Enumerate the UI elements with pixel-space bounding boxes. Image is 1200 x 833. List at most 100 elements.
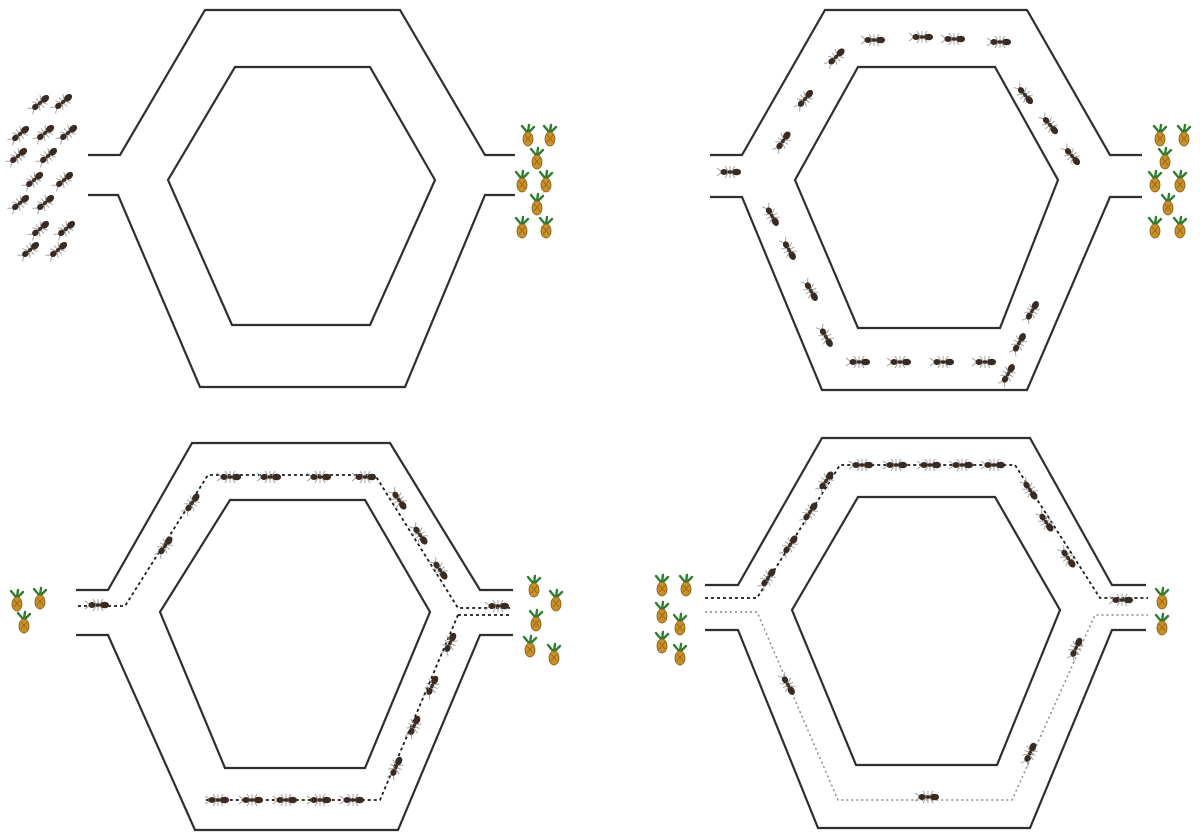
panel-initial: [3, 8, 558, 389]
ant-icon: [25, 216, 53, 243]
pineapple-icon: [1152, 123, 1168, 148]
pineapple-icon: [529, 192, 545, 217]
ant-icon: [798, 276, 823, 305]
ant-icon: [813, 468, 838, 496]
ant-icon: [908, 30, 934, 44]
pineapple-icon: [514, 169, 530, 194]
ant-icon: [791, 86, 818, 114]
ant-icon: [776, 235, 801, 264]
ant-icon: [1108, 593, 1134, 607]
ant-group-nest: [3, 89, 81, 264]
ant-icon: [940, 32, 966, 46]
food-pile-right: [514, 123, 558, 240]
ant-icon: [438, 629, 461, 658]
ant-icon: [971, 355, 997, 369]
ant-icon: [1019, 297, 1044, 326]
ant-icon: [845, 355, 871, 369]
pineapple-icon: [672, 612, 688, 637]
food-pile-left: [9, 586, 48, 635]
ant-icon: [759, 201, 784, 230]
ant-icon: [848, 458, 874, 472]
pineapple-icon: [16, 610, 32, 635]
ant-icon: [48, 89, 76, 116]
pineapple-icon: [529, 146, 545, 171]
ant-icon: [306, 470, 332, 484]
pineapple-icon: [528, 608, 544, 633]
inner-wall: [166, 65, 437, 327]
pheromone-trail-upper: [78, 474, 510, 609]
pineapple-icon: [1176, 123, 1192, 148]
pineapple-icon: [672, 642, 688, 667]
ant-icon: [886, 355, 912, 369]
pineapple-icon: [654, 630, 670, 655]
ant-icon: [216, 470, 242, 484]
ant-icon: [43, 237, 71, 264]
pineapple-icon: [9, 588, 25, 613]
pineapple-icon: [546, 642, 562, 667]
ant-icon: [402, 712, 425, 741]
ant-icon: [19, 167, 47, 194]
ant-icon: [25, 90, 53, 117]
pineapple-icon: [538, 169, 554, 194]
ant-icon: [813, 322, 838, 351]
ant-icon: [860, 33, 886, 47]
pineapple-icon: [542, 123, 558, 148]
ant-icon: [384, 753, 407, 782]
ant-group-path: [716, 30, 1085, 389]
ant-icon: [1006, 329, 1031, 358]
pineapple-icon: [1172, 169, 1188, 194]
pineapple-icon: [1160, 192, 1176, 217]
ant-icon: [797, 499, 822, 527]
ant-icon: [272, 793, 298, 807]
pineapple-icon: [526, 574, 542, 599]
ant-icon: [822, 44, 849, 71]
pineapple-icon: [1172, 215, 1188, 240]
pineapple-icon: [654, 573, 670, 598]
panel-trail-forming: [9, 441, 564, 832]
ant-icon: [775, 670, 800, 699]
outer-wall: [88, 8, 515, 389]
ant-icon: [51, 216, 79, 243]
pineapple-icon: [548, 588, 564, 613]
ant-icon: [351, 470, 377, 484]
ant-icon: [30, 190, 58, 217]
pineapple-icon: [514, 215, 530, 240]
ant-group-path: [755, 458, 1134, 804]
ant-icon: [5, 190, 33, 217]
ant-icon: [15, 237, 43, 264]
pineapple-icon: [1154, 586, 1170, 611]
ant-icon: [84, 598, 110, 612]
pineapple-icon: [1147, 169, 1163, 194]
ant-icon: [916, 458, 942, 472]
pineapple-icon: [678, 573, 694, 598]
pineapple-icon: [522, 634, 538, 659]
outer-wall: [76, 441, 513, 832]
ant-icon: [204, 793, 230, 807]
ant-icon: [30, 120, 58, 147]
food-pile-right: [1154, 586, 1170, 637]
inner-wall: [793, 65, 1060, 330]
ant-icon: [3, 143, 31, 170]
ant-icon: [49, 167, 77, 194]
ant-icon: [306, 793, 332, 807]
panel-shortest-path: [654, 436, 1170, 830]
pineapple-icon: [32, 586, 48, 611]
ant-icon: [1058, 141, 1085, 169]
ant-icon: [995, 360, 1020, 389]
panel-exploring: [710, 8, 1192, 392]
ant-icon: [152, 533, 177, 561]
ant-icon: [5, 121, 33, 148]
ant-icon: [914, 790, 940, 804]
ant-icon: [716, 165, 742, 179]
ant-icon: [1017, 475, 1042, 503]
ant-icon: [882, 458, 908, 472]
pineapple-icon: [538, 215, 554, 240]
ant-icon: [427, 555, 452, 583]
food-pile-left: [654, 573, 694, 667]
ant-icon: [948, 458, 974, 472]
ant-icon: [238, 793, 264, 807]
ant-icon: [484, 599, 510, 613]
ant-icon: [777, 532, 802, 560]
inner-wall: [790, 495, 1062, 767]
